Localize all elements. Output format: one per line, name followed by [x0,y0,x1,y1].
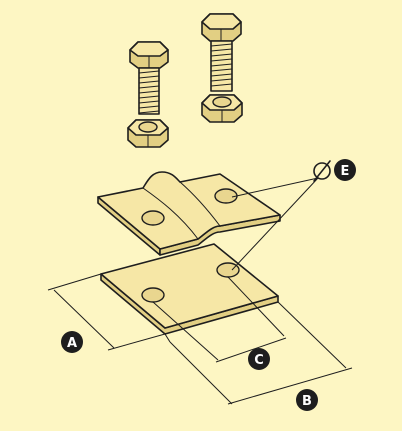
upper-clamp-plate [97,171,281,256]
dimension-lines [47,273,353,405]
label-a: A [67,336,77,351]
leader-lines [231,177,319,271]
lower-flat-plate [100,243,279,335]
label-e: E [341,164,350,179]
label-c: C [254,353,264,368]
diameter-symbol-icon [313,160,331,182]
bolt-left [127,41,169,148]
label-badge-c: C [248,348,270,370]
label-badge-e: E [334,159,356,181]
label-badge-b: B [296,389,318,411]
bolt-right [201,13,243,123]
label-b: B [302,394,312,409]
label-badge-a: A [61,331,83,353]
